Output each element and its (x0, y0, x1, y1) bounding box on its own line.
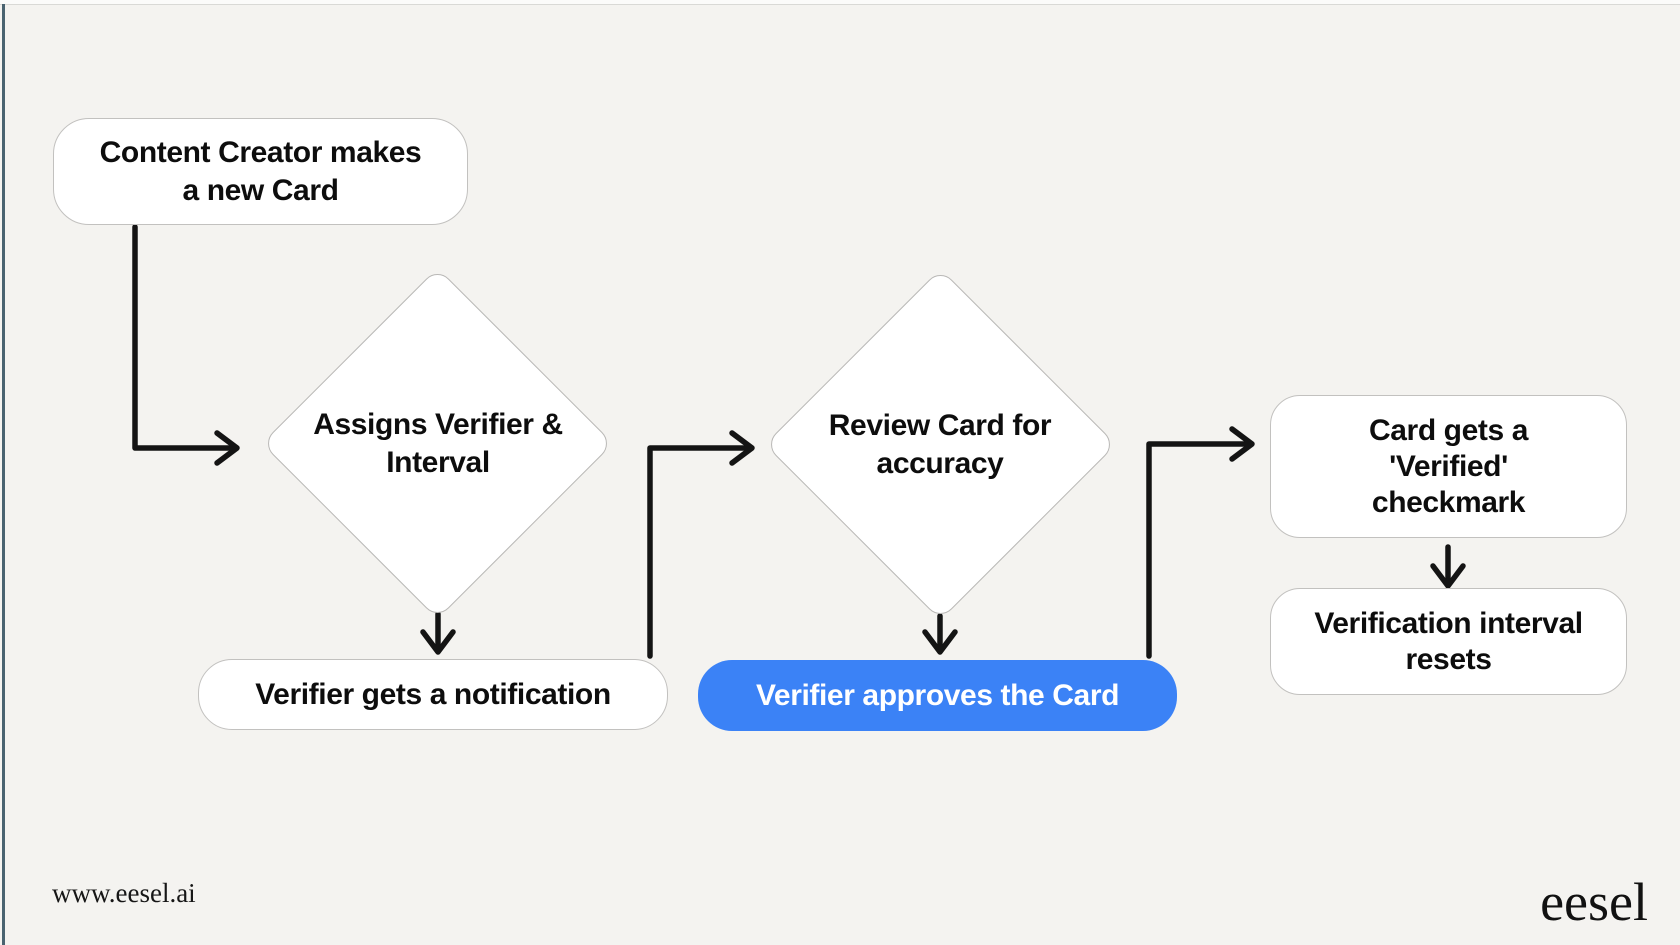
node-label-line: Interval (386, 446, 490, 479)
arrow-notify-to-review (647, 445, 748, 659)
node-label-line: Card gets a (1369, 413, 1528, 447)
node-card-gets-verified-checkmark: Card gets a 'Verified' checkmark (1270, 395, 1627, 538)
node-verification-interval-resets: Verification interval resets (1270, 588, 1627, 695)
node-label-line: Review Card for (828, 409, 1052, 442)
node-label-line: checkmark (1371, 485, 1526, 519)
node-label-line: a new Card (182, 173, 339, 207)
node-label-line: Verification interval (1314, 606, 1583, 640)
diamond-review-card-label: Review Card for accuracy (770, 407, 1110, 483)
arrow-approve-to-checkmark (1146, 441, 1248, 659)
node-label-line: Content Creator makes (99, 135, 422, 169)
node-label-line: 'Verified' (1389, 449, 1508, 483)
node-label-line: Verifier approves the Card (755, 678, 1120, 712)
diamond-assigns-verifier-label: Assigns Verifier & Interval (268, 406, 608, 482)
arrow-create-to-assign (132, 224, 233, 451)
node-label-line: resets (1405, 642, 1492, 676)
footer-website-url: www.eesel.ai (52, 878, 196, 908)
arrowhead-checkmark-to-reset (1430, 563, 1466, 589)
arrowhead-assign-to-notify (420, 629, 456, 655)
node-content-creator-makes-card: Content Creator makes a new Card (53, 118, 468, 225)
left-rule (2, 4, 5, 945)
eesel-logo: eesel (1540, 872, 1648, 932)
node-label-line: accuracy (876, 447, 1004, 480)
node-label-line: Verifier gets a notification (255, 677, 611, 711)
node-label-line: Assigns Verifier & (313, 408, 563, 441)
arrowhead-create-to-assign (214, 430, 240, 466)
top-rule (0, 0, 1680, 5)
node-verifier-approves-card: Verifier approves the Card (698, 660, 1177, 731)
node-verifier-gets-notification: Verifier gets a notification (198, 659, 668, 730)
arrowhead-approve-to-checkmark (1229, 426, 1255, 462)
arrowhead-review-to-approve (922, 629, 958, 655)
arrowhead-notify-to-review (729, 430, 755, 466)
